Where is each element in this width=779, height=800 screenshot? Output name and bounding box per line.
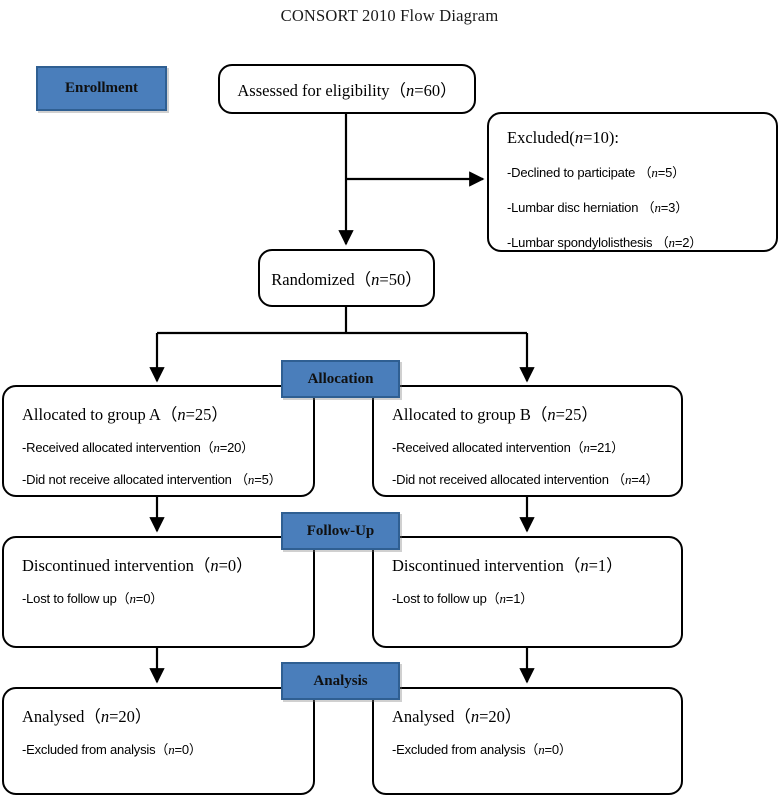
badge-allocation: Allocation <box>281 360 400 398</box>
node-randomized: Randomized（n=50） <box>258 249 435 307</box>
node-allocation-a-item-0: -Received allocated intervention（n=20） <box>22 440 254 455</box>
node-followup-a-item-0: -Lost to follow up（n=0） <box>22 591 164 606</box>
node-excluded-head: Excluded(n=10): <box>507 128 619 147</box>
node-excluded: Excluded(n=10): -Declined to participate… <box>487 112 778 252</box>
node-analysis-group-b: Analysed（n=20） -Excluded from analysis（n… <box>372 687 683 795</box>
node-assessed-head: Assessed for eligibility（n=60） <box>237 81 457 100</box>
badge-analysis: Analysis <box>281 662 400 700</box>
node-followup-a-head: Discontinued intervention（n=0） <box>22 556 253 575</box>
node-allocation-group-b: Allocated to group B（n=25） -Received all… <box>372 385 683 497</box>
node-excluded-item-1: -Lumbar disc herniation （n=3） <box>507 200 689 215</box>
node-analysis-a-head: Analysed（n=20） <box>22 707 152 726</box>
badge-analysis-label: Analysis <box>313 672 368 689</box>
node-followup-b-item-0: -Lost to follow up（n=1） <box>392 591 534 606</box>
node-analysis-b-item-0: -Excluded from analysis（n=0） <box>392 742 572 757</box>
node-allocation-b-item-1: -Did not received allocated intervention… <box>392 472 659 487</box>
node-followup-b-head: Discontinued intervention（n=1） <box>392 556 623 575</box>
badge-allocation-label: Allocation <box>307 370 374 387</box>
node-analysis-a-item-0: -Excluded from analysis（n=0） <box>22 742 202 757</box>
node-followup-group-b: Discontinued intervention（n=1） -Lost to … <box>372 536 683 648</box>
node-allocation-b-item-0: -Received allocated intervention（n=21） <box>392 440 624 455</box>
badge-enrollment: Enrollment <box>36 66 167 111</box>
node-allocation-a-head: Allocated to group A（n=25） <box>22 405 228 424</box>
node-assessed-for-eligibility: Assessed for eligibility（n=60） <box>218 64 476 114</box>
node-followup-group-a: Discontinued intervention（n=0） -Lost to … <box>2 536 315 648</box>
node-allocation-b-head: Allocated to group B（n=25） <box>392 405 598 424</box>
node-randomized-head: Randomized（n=50） <box>271 270 422 289</box>
node-allocation-a-item-1: -Did not receive allocated intervention … <box>22 472 282 487</box>
node-analysis-b-head: Analysed（n=20） <box>392 707 522 726</box>
badge-enrollment-label: Enrollment <box>64 80 139 96</box>
node-allocation-group-a: Allocated to group A（n=25） -Received all… <box>2 385 315 497</box>
badge-followup: Follow-Up <box>281 512 400 550</box>
badge-followup-label: Follow-Up <box>306 522 375 539</box>
node-analysis-group-a: Analysed（n=20） -Excluded from analysis（n… <box>2 687 315 795</box>
page-title: CONSORT 2010 Flow Diagram <box>280 6 499 25</box>
node-excluded-item-0: -Declined to participate （n=5） <box>507 165 685 180</box>
node-excluded-item-2: -Lumbar spondylolisthesis （n=2） <box>507 235 703 250</box>
